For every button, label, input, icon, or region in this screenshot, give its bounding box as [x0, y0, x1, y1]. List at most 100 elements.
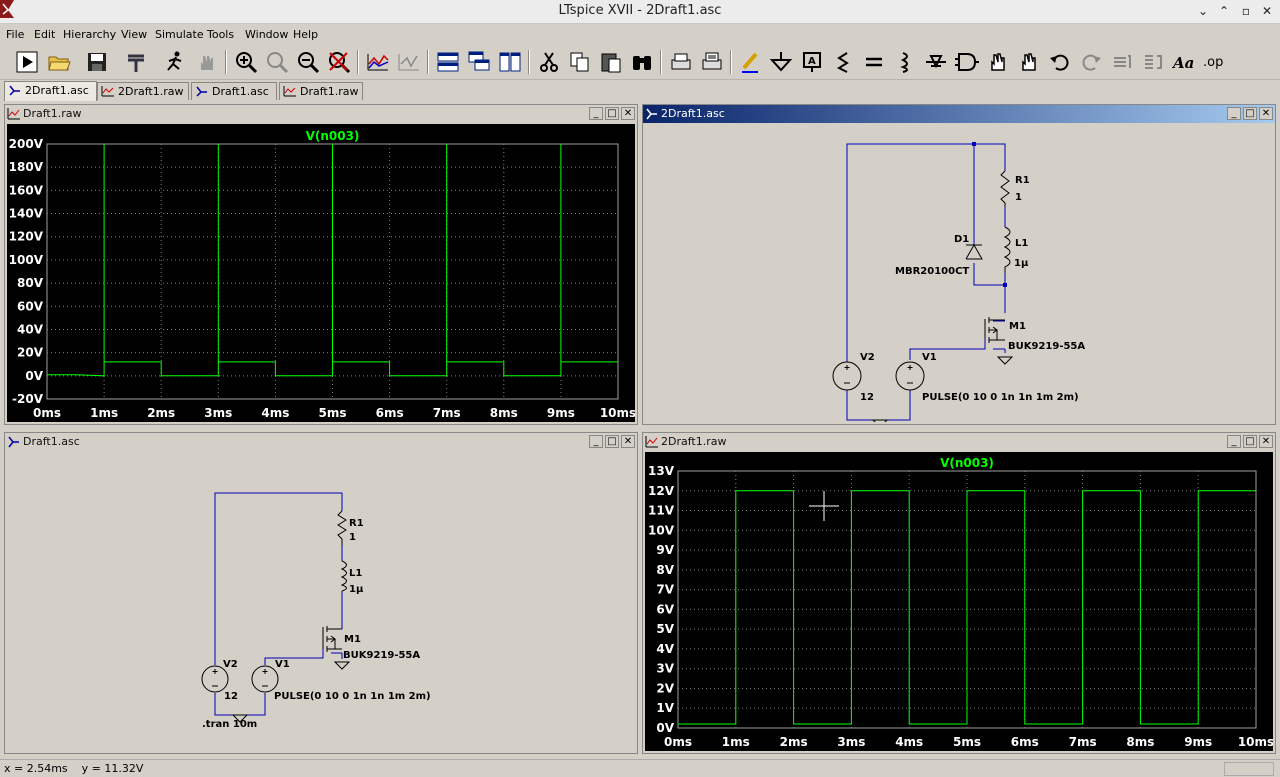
diode-icon[interactable]	[922, 48, 950, 76]
close-button[interactable]: ✕	[1259, 107, 1273, 120]
draw-wire-icon[interactable]	[736, 48, 764, 76]
halt-icon[interactable]	[161, 48, 189, 76]
print-setup-icon[interactable]	[698, 48, 726, 76]
window-title: LTspice XVII - 2Draft1.asc	[558, 3, 722, 18]
minimize-button[interactable]: _	[589, 107, 603, 120]
menu-help[interactable]: Help	[293, 28, 319, 41]
maximize-button[interactable]: □	[1243, 435, 1257, 448]
menu-edit[interactable]: Edit	[34, 28, 56, 41]
y-tick-label: 60V	[17, 299, 44, 313]
d1-model: MBR20100CT	[895, 266, 969, 277]
component-icon[interactable]	[953, 48, 981, 76]
restore-icon[interactable]: ⌃	[1218, 4, 1230, 18]
mirror-icon[interactable]	[1139, 48, 1167, 76]
tab-2draft1-asc[interactable]: 2Draft1.asc	[4, 81, 97, 101]
zoom-in-icon[interactable]	[232, 48, 260, 76]
close-button[interactable]: ✕	[621, 107, 635, 120]
y-tick-label: 40V	[17, 322, 44, 336]
control-panel-icon[interactable]	[122, 48, 150, 76]
window-titlebar[interactable]: Draft1.raw	[5, 105, 637, 123]
cascade-icon[interactable]	[465, 48, 493, 76]
save-icon[interactable]	[83, 48, 111, 76]
menu-view[interactable]: View	[121, 28, 148, 41]
voltage-source-v1[interactable]	[251, 665, 279, 693]
window-titlebar[interactable]: 2Draft1.raw	[643, 433, 1275, 451]
mosfet-m1[interactable]	[322, 626, 351, 670]
minimize-button[interactable]: _	[589, 435, 603, 448]
schematic-canvas[interactable]: R1 1 D1 MBR20100CT L1 1µ M1 BUK9219-55A …	[645, 124, 1273, 422]
pick-visible-traces-icon[interactable]	[395, 48, 423, 76]
maximize-button[interactable]: □	[1243, 107, 1257, 120]
zoom-cancel-icon[interactable]	[325, 48, 353, 76]
capacitor-icon[interactable]	[860, 48, 888, 76]
maximize-icon[interactable]: ▫	[1241, 4, 1251, 18]
text-icon[interactable]: Aa	[1170, 48, 1198, 76]
inductor-icon[interactable]	[891, 48, 919, 76]
minimize-button[interactable]: _	[1227, 435, 1241, 448]
minimize-icon[interactable]: ⌄	[1197, 4, 1209, 18]
maximize-button[interactable]: □	[605, 107, 619, 120]
diode-d1[interactable]	[965, 243, 983, 260]
schematic-canvas[interactable]: R1 1 L1 1µ M1 BUK9219-55A V2 12 V1 PULSE…	[7, 452, 635, 751]
trace-label[interactable]: V(n003)	[306, 129, 360, 143]
zoom-out-icon[interactable]	[294, 48, 322, 76]
drag-icon[interactable]	[1015, 48, 1043, 76]
tile-vertical-icon[interactable]	[496, 48, 524, 76]
spice-directive[interactable]: .tran 10m	[202, 719, 257, 730]
v1-value: PULSE(0 10 0 1n 1n 1m 2m)	[274, 691, 431, 702]
inductor-l1[interactable]	[1003, 226, 1011, 273]
schematic-icon	[646, 108, 657, 120]
menu-simulate[interactable]: Simulate	[155, 28, 204, 41]
close-button[interactable]: ✕	[1259, 435, 1273, 448]
minimize-button[interactable]: _	[1227, 107, 1241, 120]
v2-name: V2	[223, 659, 238, 670]
move-icon[interactable]	[984, 48, 1012, 76]
rotate-icon[interactable]	[1108, 48, 1136, 76]
spice-directive-icon[interactable]: .op	[1201, 48, 1229, 76]
open-icon[interactable]	[45, 48, 73, 76]
voltage-source-v2[interactable]	[832, 361, 862, 391]
label-net-icon[interactable]: A	[798, 48, 826, 76]
zoom-full-icon[interactable]	[263, 48, 291, 76]
maximize-button[interactable]: □	[605, 435, 619, 448]
autorange-icon[interactable]	[364, 48, 392, 76]
ground-icon[interactable]	[767, 48, 795, 76]
mosfet-m1[interactable]	[984, 317, 1014, 365]
menu-file[interactable]: File	[6, 28, 25, 41]
trace-label[interactable]: V(n003)	[940, 456, 994, 470]
hand-stop-icon[interactable]	[193, 48, 221, 76]
paste-icon[interactable]	[597, 48, 625, 76]
voltage-source-v2[interactable]	[201, 665, 229, 693]
resistor-icon[interactable]	[829, 48, 857, 76]
x-tick-label: 9ms	[1184, 735, 1212, 749]
cut-icon[interactable]	[535, 48, 563, 76]
ltspice-app-icon[interactable]	[0, 0, 20, 18]
menu-hierarchy[interactable]: Hierarchy	[63, 28, 117, 41]
menu-tools[interactable]: Tools	[207, 28, 235, 41]
y-tick-label: 1V	[656, 701, 674, 715]
voltage-source-v1[interactable]	[895, 361, 925, 391]
redo-icon[interactable]	[1077, 48, 1105, 76]
print-icon[interactable]	[667, 48, 695, 76]
close-icon[interactable]: ✕	[1261, 4, 1273, 18]
window-titlebar[interactable]: Draft1.asc	[5, 433, 637, 451]
menu-window[interactable]: Window	[245, 28, 289, 41]
x-tick-label: 7ms	[1069, 735, 1097, 749]
tab-draft1-raw[interactable]: Draft1.raw	[279, 82, 363, 100]
tab-draft1-asc[interactable]: Draft1.asc	[191, 82, 277, 100]
window-titlebar[interactable]: 2Draft1.asc	[643, 105, 1275, 123]
resistor-r1[interactable]	[337, 510, 347, 546]
inductor-l1[interactable]	[340, 560, 347, 592]
tile-horizontal-icon[interactable]	[434, 48, 462, 76]
tab-2draft1-raw[interactable]: 2Draft1.raw	[97, 82, 189, 100]
run-icon[interactable]	[13, 48, 41, 76]
close-button[interactable]: ✕	[621, 435, 635, 448]
undo-icon[interactable]	[1046, 48, 1074, 76]
resistor-r1[interactable]	[1000, 170, 1010, 207]
find-icon[interactable]	[628, 48, 656, 76]
copy-icon[interactable]	[566, 48, 594, 76]
